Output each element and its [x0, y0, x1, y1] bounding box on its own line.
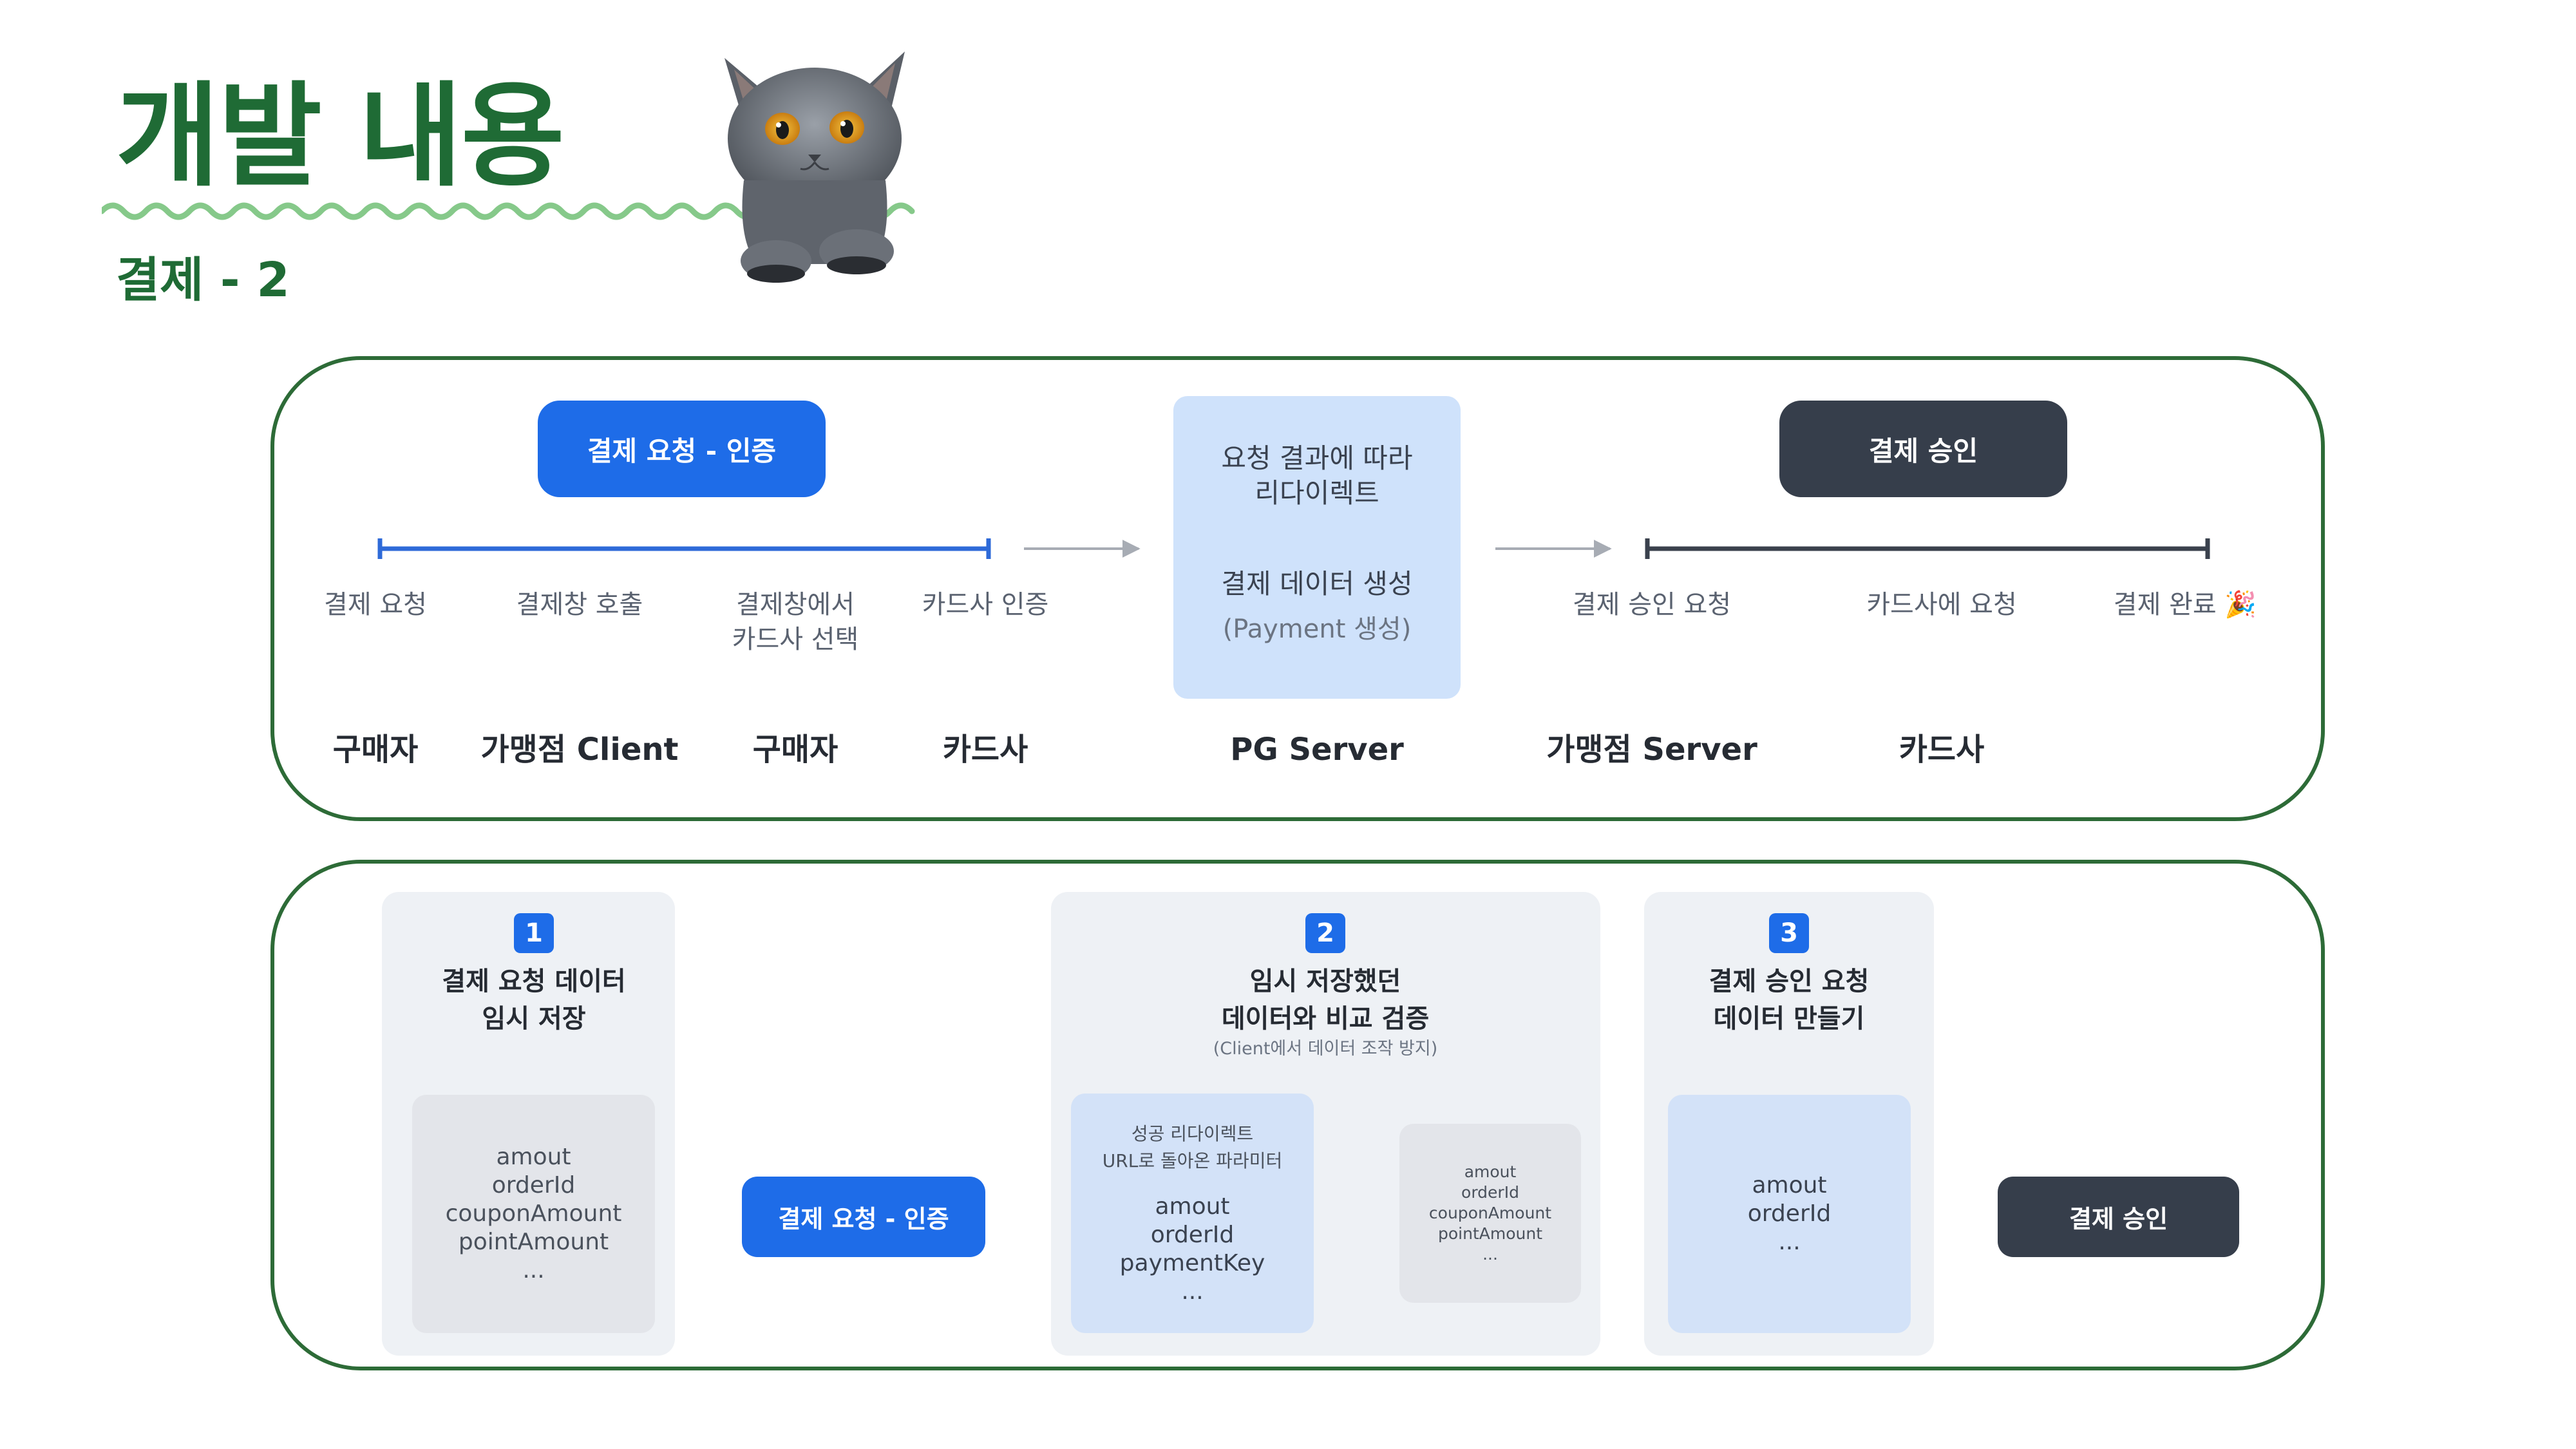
step1-data-box: amout orderId couponAmount pointAmount .…: [412, 1095, 655, 1333]
cat-illustration: [724, 52, 905, 283]
step1-badge: 1: [514, 913, 554, 953]
actor-card-company-2: 카드사: [1899, 732, 1985, 768]
step-card-auth: 카드사 인증: [922, 590, 1049, 620]
actor-merchant-server: 가맹점 Server: [1546, 732, 1757, 768]
actor-buyer: 구매자: [332, 732, 419, 768]
step-request-card-company: 카드사에 요청: [1866, 590, 2017, 620]
step3-title: 결제 승인 요청 데이터 만들기: [1709, 967, 1870, 1034]
actor-pg-server: PG Server: [1230, 732, 1404, 768]
step1-title: 결제 요청 데이터 임시 저장: [442, 967, 626, 1034]
step-payment-complete: 결제 완료 🎉: [2113, 590, 2257, 620]
step-open-payment-window: 결제창 호출: [516, 590, 643, 620]
payment-auth-step-button[interactable]: 결제 요청 - 인증: [742, 1177, 985, 1257]
step-approve-request: 결제 승인 요청: [1572, 590, 1732, 620]
top-flow-lines: [377, 538, 2210, 559]
page-title: 개발 내용: [116, 71, 565, 202]
payment-approve-step-button[interactable]: 결제 승인: [1998, 1177, 2239, 1257]
actor-merchant-client: 가맹점 Client: [480, 732, 679, 768]
pg-server-box: 요청 결과에 따라 리다이렉트 결제 데이터 생성 (Payment 생성): [1173, 396, 1461, 699]
payment-auth-button[interactable]: 결제 요청 - 인증: [538, 401, 826, 497]
page-subtitle: 결제 - 2: [116, 252, 290, 308]
actor-card-company: 카드사: [942, 732, 1028, 768]
step-select-card: 결제창에서 카드사 선택: [732, 590, 859, 654]
pg-box-create-text: 결제 데이터 생성: [1221, 568, 1413, 600]
actor-buyer-2: 구매자: [752, 732, 838, 768]
payment-approve-button[interactable]: 결제 승인: [1779, 401, 2067, 497]
step2-badge: 2: [1305, 913, 1345, 953]
step2-subtitle: (Client에서 데이터 조작 방지): [1213, 1039, 1438, 1059]
pg-box-payment-note: (Payment 생성): [1222, 614, 1412, 644]
stored-data-box: amout orderId couponAmount pointAmount .…: [1399, 1124, 1581, 1303]
approval-data-box: amout orderId ...: [1668, 1095, 1911, 1333]
step-payment-request: 결제 요청: [324, 590, 427, 620]
step3-badge: 3: [1769, 913, 1809, 953]
redirect-params-box: 성공 리다이렉트 URL로 돌아온 파라미터 amout orderId pay…: [1071, 1094, 1314, 1333]
pg-box-redirect-text: 요청 결과에 따라 리다이렉트: [1221, 442, 1413, 509]
step2-title: 임시 저장했던 데이터와 비교 검증: [1221, 967, 1430, 1034]
